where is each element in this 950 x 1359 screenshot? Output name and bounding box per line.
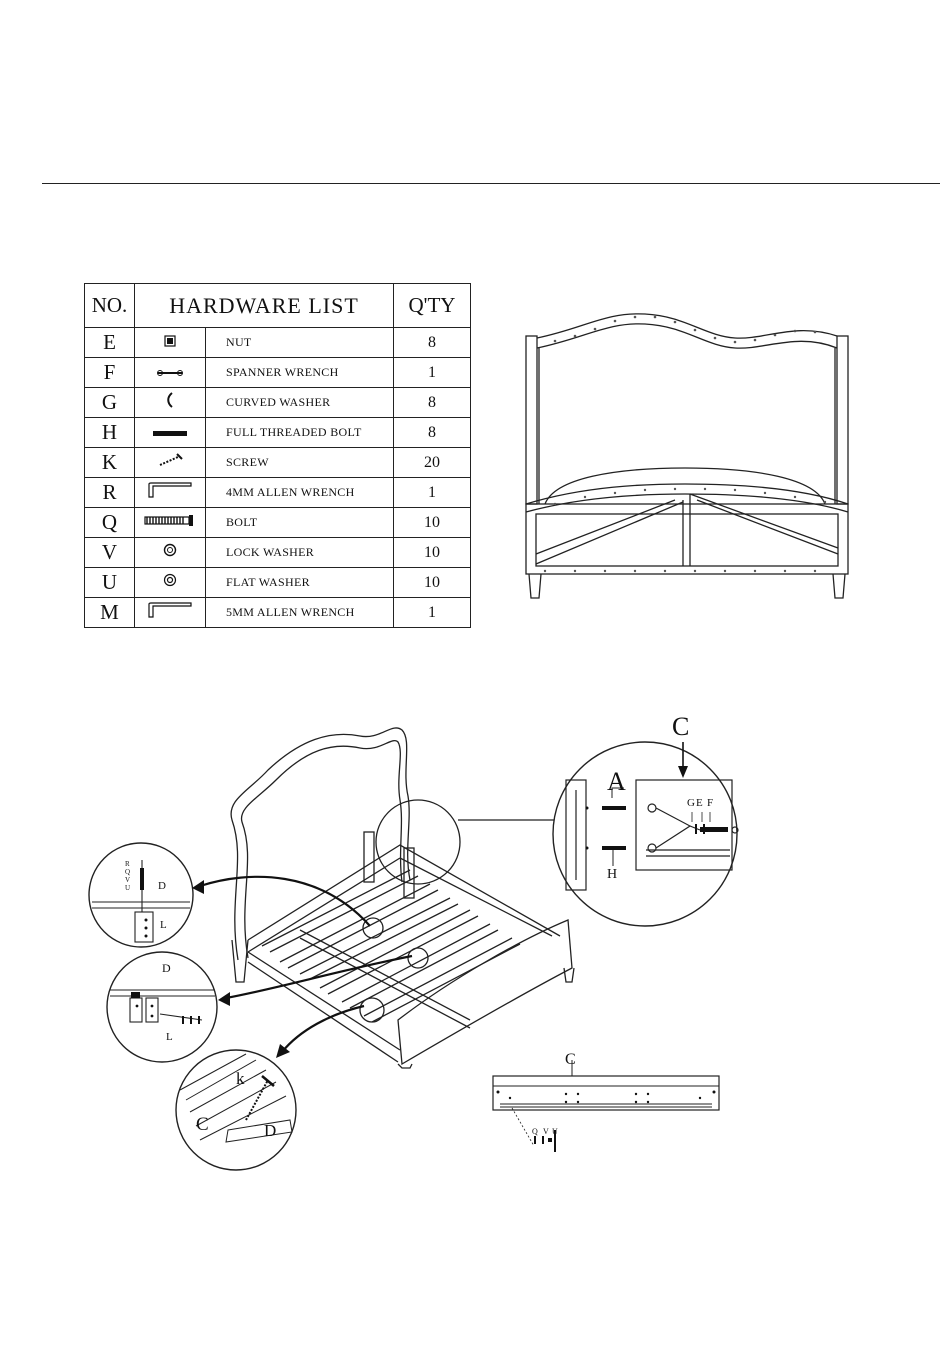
part-name: FLAT WASHER: [206, 568, 394, 598]
table-row: H FULL THREADED BOLT 8: [85, 418, 471, 448]
label-d-bottom: D: [264, 1121, 276, 1140]
label-v-small: V: [125, 876, 130, 884]
hardware-table: NO. HARDWARE LIST Q'TY E NUT 8 F SPANNER…: [84, 283, 471, 628]
part-letter: M: [85, 598, 135, 628]
part-letter: G: [85, 388, 135, 418]
arrow-to-zoom-bottom: [282, 1006, 364, 1052]
label-h: H: [607, 867, 617, 882]
table-row: E NUT 8: [85, 328, 471, 358]
label-l-left2: L: [166, 1031, 173, 1043]
part-name: NUT: [206, 328, 394, 358]
label-g: G: [687, 797, 695, 809]
label-q-small: Q: [125, 868, 130, 876]
threaded-bolt-icon: [135, 508, 206, 538]
label-d-left1: D: [158, 880, 166, 892]
arrow-to-zoom-left1: [200, 877, 370, 926]
lock-washer-icon: [135, 538, 206, 568]
part-qty: 8: [394, 418, 471, 448]
part-qty: 8: [394, 328, 471, 358]
label-k: k: [236, 1069, 245, 1088]
part-qty: 10: [394, 568, 471, 598]
zoom-detail-bracket-top: R Q V U D L: [89, 843, 193, 947]
part-letter: F: [85, 358, 135, 388]
label-d-left2: D: [162, 961, 171, 975]
table-row: V LOCK WASHER 10: [85, 538, 471, 568]
part-name: 4MM ALLEN WRENCH: [206, 478, 394, 508]
allen-wrench-icon: [135, 478, 206, 508]
label-r-small: R: [125, 860, 130, 868]
header-hardware-list: HARDWARE LIST: [135, 284, 394, 328]
spanner-wrench-icon: [135, 358, 206, 388]
part-name: SPANNER WRENCH: [206, 358, 394, 388]
part-name: 5MM ALLEN WRENCH: [206, 598, 394, 628]
label-e: E: [696, 797, 703, 809]
part-qty: 1: [394, 598, 471, 628]
label-c-top: C: [672, 712, 689, 741]
table-header-row: NO. HARDWARE LIST Q'TY: [85, 284, 471, 328]
part-qty: 10: [394, 538, 471, 568]
header-rule: [42, 183, 940, 184]
zoom-detail-bracket-middle: D L: [107, 952, 217, 1062]
part-name: BOLT: [206, 508, 394, 538]
table-row: Q BOLT 10: [85, 508, 471, 538]
table-row: K SCREW 20: [85, 448, 471, 478]
assembly-diagram: C A G E F H R Q V U D L: [0, 700, 950, 1180]
screw-icon: [135, 448, 206, 478]
part-name: FULL THREADED BOLT: [206, 418, 394, 448]
zoom-detail-screw: k C D: [176, 1050, 296, 1170]
zoom-detail-headboard-connection: [553, 742, 738, 926]
part-letter: E: [85, 328, 135, 358]
table-row: F SPANNER WRENCH 1: [85, 358, 471, 388]
table-row: R 4MM ALLEN WRENCH 1: [85, 478, 471, 508]
header-no: NO.: [85, 284, 135, 328]
part-qty: 10: [394, 508, 471, 538]
footboard-outline: [398, 920, 572, 1064]
part-qty: 20: [394, 448, 471, 478]
part-name: SCREW: [206, 448, 394, 478]
side-rail-detail: Q V U: [493, 1060, 719, 1152]
part-name: CURVED WASHER: [206, 388, 394, 418]
arrow-to-zoom-left2: [226, 956, 412, 998]
nut-icon: [135, 328, 206, 358]
label-u-rail: U: [552, 1127, 558, 1136]
bolt-icon: [135, 418, 206, 448]
label-c-bottom: C: [196, 1114, 209, 1135]
label-l-left1: L: [160, 919, 167, 931]
part-qty: 1: [394, 478, 471, 508]
label-a: A: [607, 767, 626, 796]
part-letter: K: [85, 448, 135, 478]
part-letter: V: [85, 538, 135, 568]
table-row: G CURVED WASHER 8: [85, 388, 471, 418]
part-qty: 1: [394, 358, 471, 388]
table-row: U FLAT WASHER 10: [85, 568, 471, 598]
part-letter: Q: [85, 508, 135, 538]
label-u-small: U: [125, 884, 130, 892]
label-f: F: [707, 797, 713, 809]
flat-washer-icon: [135, 568, 206, 598]
label-c-rail: C: [565, 1051, 576, 1068]
allen-wrench-icon: [135, 598, 206, 628]
part-letter: R: [85, 478, 135, 508]
label-v-rail: V: [543, 1127, 549, 1136]
curved-washer-icon: [135, 388, 206, 418]
part-letter: H: [85, 418, 135, 448]
header-qty: Q'TY: [394, 284, 471, 328]
label-q-rail: Q: [532, 1127, 538, 1136]
part-name: LOCK WASHER: [206, 538, 394, 568]
part-letter: U: [85, 568, 135, 598]
table-row: M 5MM ALLEN WRENCH 1: [85, 598, 471, 628]
bed-front-view-illustration: [525, 308, 851, 600]
part-qty: 8: [394, 388, 471, 418]
